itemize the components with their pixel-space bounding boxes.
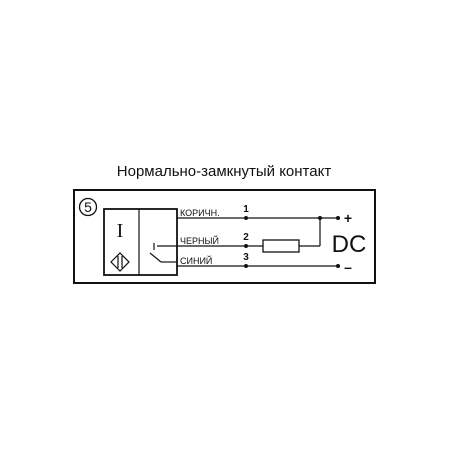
pin-1-label: 1 [243, 204, 249, 215]
diagram-frame [73, 189, 376, 284]
pin-3-label: 3 [243, 252, 249, 263]
dc-label: DC [332, 231, 367, 258]
wire-label-brown: КОРИЧН. [180, 208, 220, 218]
sensor-symbol: I [117, 220, 124, 242]
diagram-number: 5 [84, 199, 92, 215]
sensor-body [103, 208, 178, 276]
junction-dot [244, 264, 248, 268]
nc-contact-icon [149, 243, 177, 263]
terminal-dot-plus [336, 216, 340, 220]
junction-dot [244, 244, 248, 248]
wire-label-black: ЧЕРНЫЙ [180, 235, 219, 246]
terminal-dot-minus [336, 264, 340, 268]
plus-sign: + [344, 210, 352, 226]
junction-dot [318, 216, 322, 220]
junction-dot [244, 216, 248, 220]
minus-sign: – [344, 259, 352, 275]
wire-label-blue: СИНИЙ [180, 255, 212, 266]
diagram-number-circle [78, 197, 98, 217]
inductive-sensor-icon [110, 252, 130, 272]
pin-2-label: 2 [243, 232, 249, 243]
load-resistor [262, 239, 300, 253]
diagram-title: Нормально-замкнутый контакт [117, 163, 332, 180]
